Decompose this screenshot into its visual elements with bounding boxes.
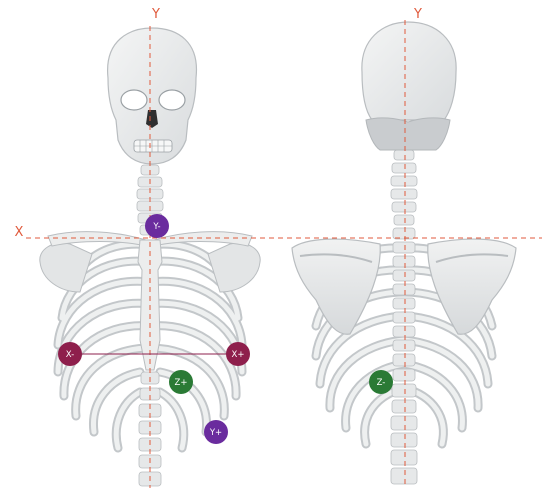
back-scapula-left — [291, 238, 381, 335]
svg-text:X+: X+ — [232, 350, 245, 360]
front-eye-socket-right — [158, 89, 186, 111]
svg-text:X-: X- — [66, 350, 74, 360]
front-nasal-cavity — [146, 110, 158, 128]
front-clavicle-right — [153, 231, 253, 247]
axis-lines — [26, 20, 542, 488]
back-y-axis-label: Y — [413, 7, 422, 22]
front-shoulder-left — [39, 242, 93, 293]
back-skeleton — [291, 21, 517, 485]
marker-x-plus: X+ — [226, 342, 250, 366]
front-shoulder-right — [207, 242, 261, 293]
svg-text:Y-: Y- — [152, 222, 160, 232]
front-y-axis-label: Y — [151, 7, 160, 22]
marker-z-plus: Z+ — [169, 370, 193, 394]
front-eye-socket-left — [120, 89, 148, 111]
marker-y-plus: Y+ — [204, 420, 228, 444]
x-axis-label: X — [15, 225, 24, 240]
svg-text:Z+: Z+ — [175, 378, 188, 388]
back-spine — [390, 149, 418, 485]
marker-y-minus: Y- — [145, 214, 169, 238]
front-skull — [107, 27, 198, 165]
svg-text:Z-: Z- — [377, 378, 386, 388]
skeleton-back-torso-icon — [291, 21, 517, 485]
axis-labels: Y Y X — [15, 7, 422, 240]
front-clavicle-left — [47, 231, 147, 247]
back-skull — [361, 21, 457, 151]
marker-x-minus: X- — [58, 342, 82, 366]
back-scapula-right — [427, 238, 517, 335]
svg-text:Y+: Y+ — [209, 428, 222, 438]
marker-z-minus: Z- — [369, 370, 393, 394]
